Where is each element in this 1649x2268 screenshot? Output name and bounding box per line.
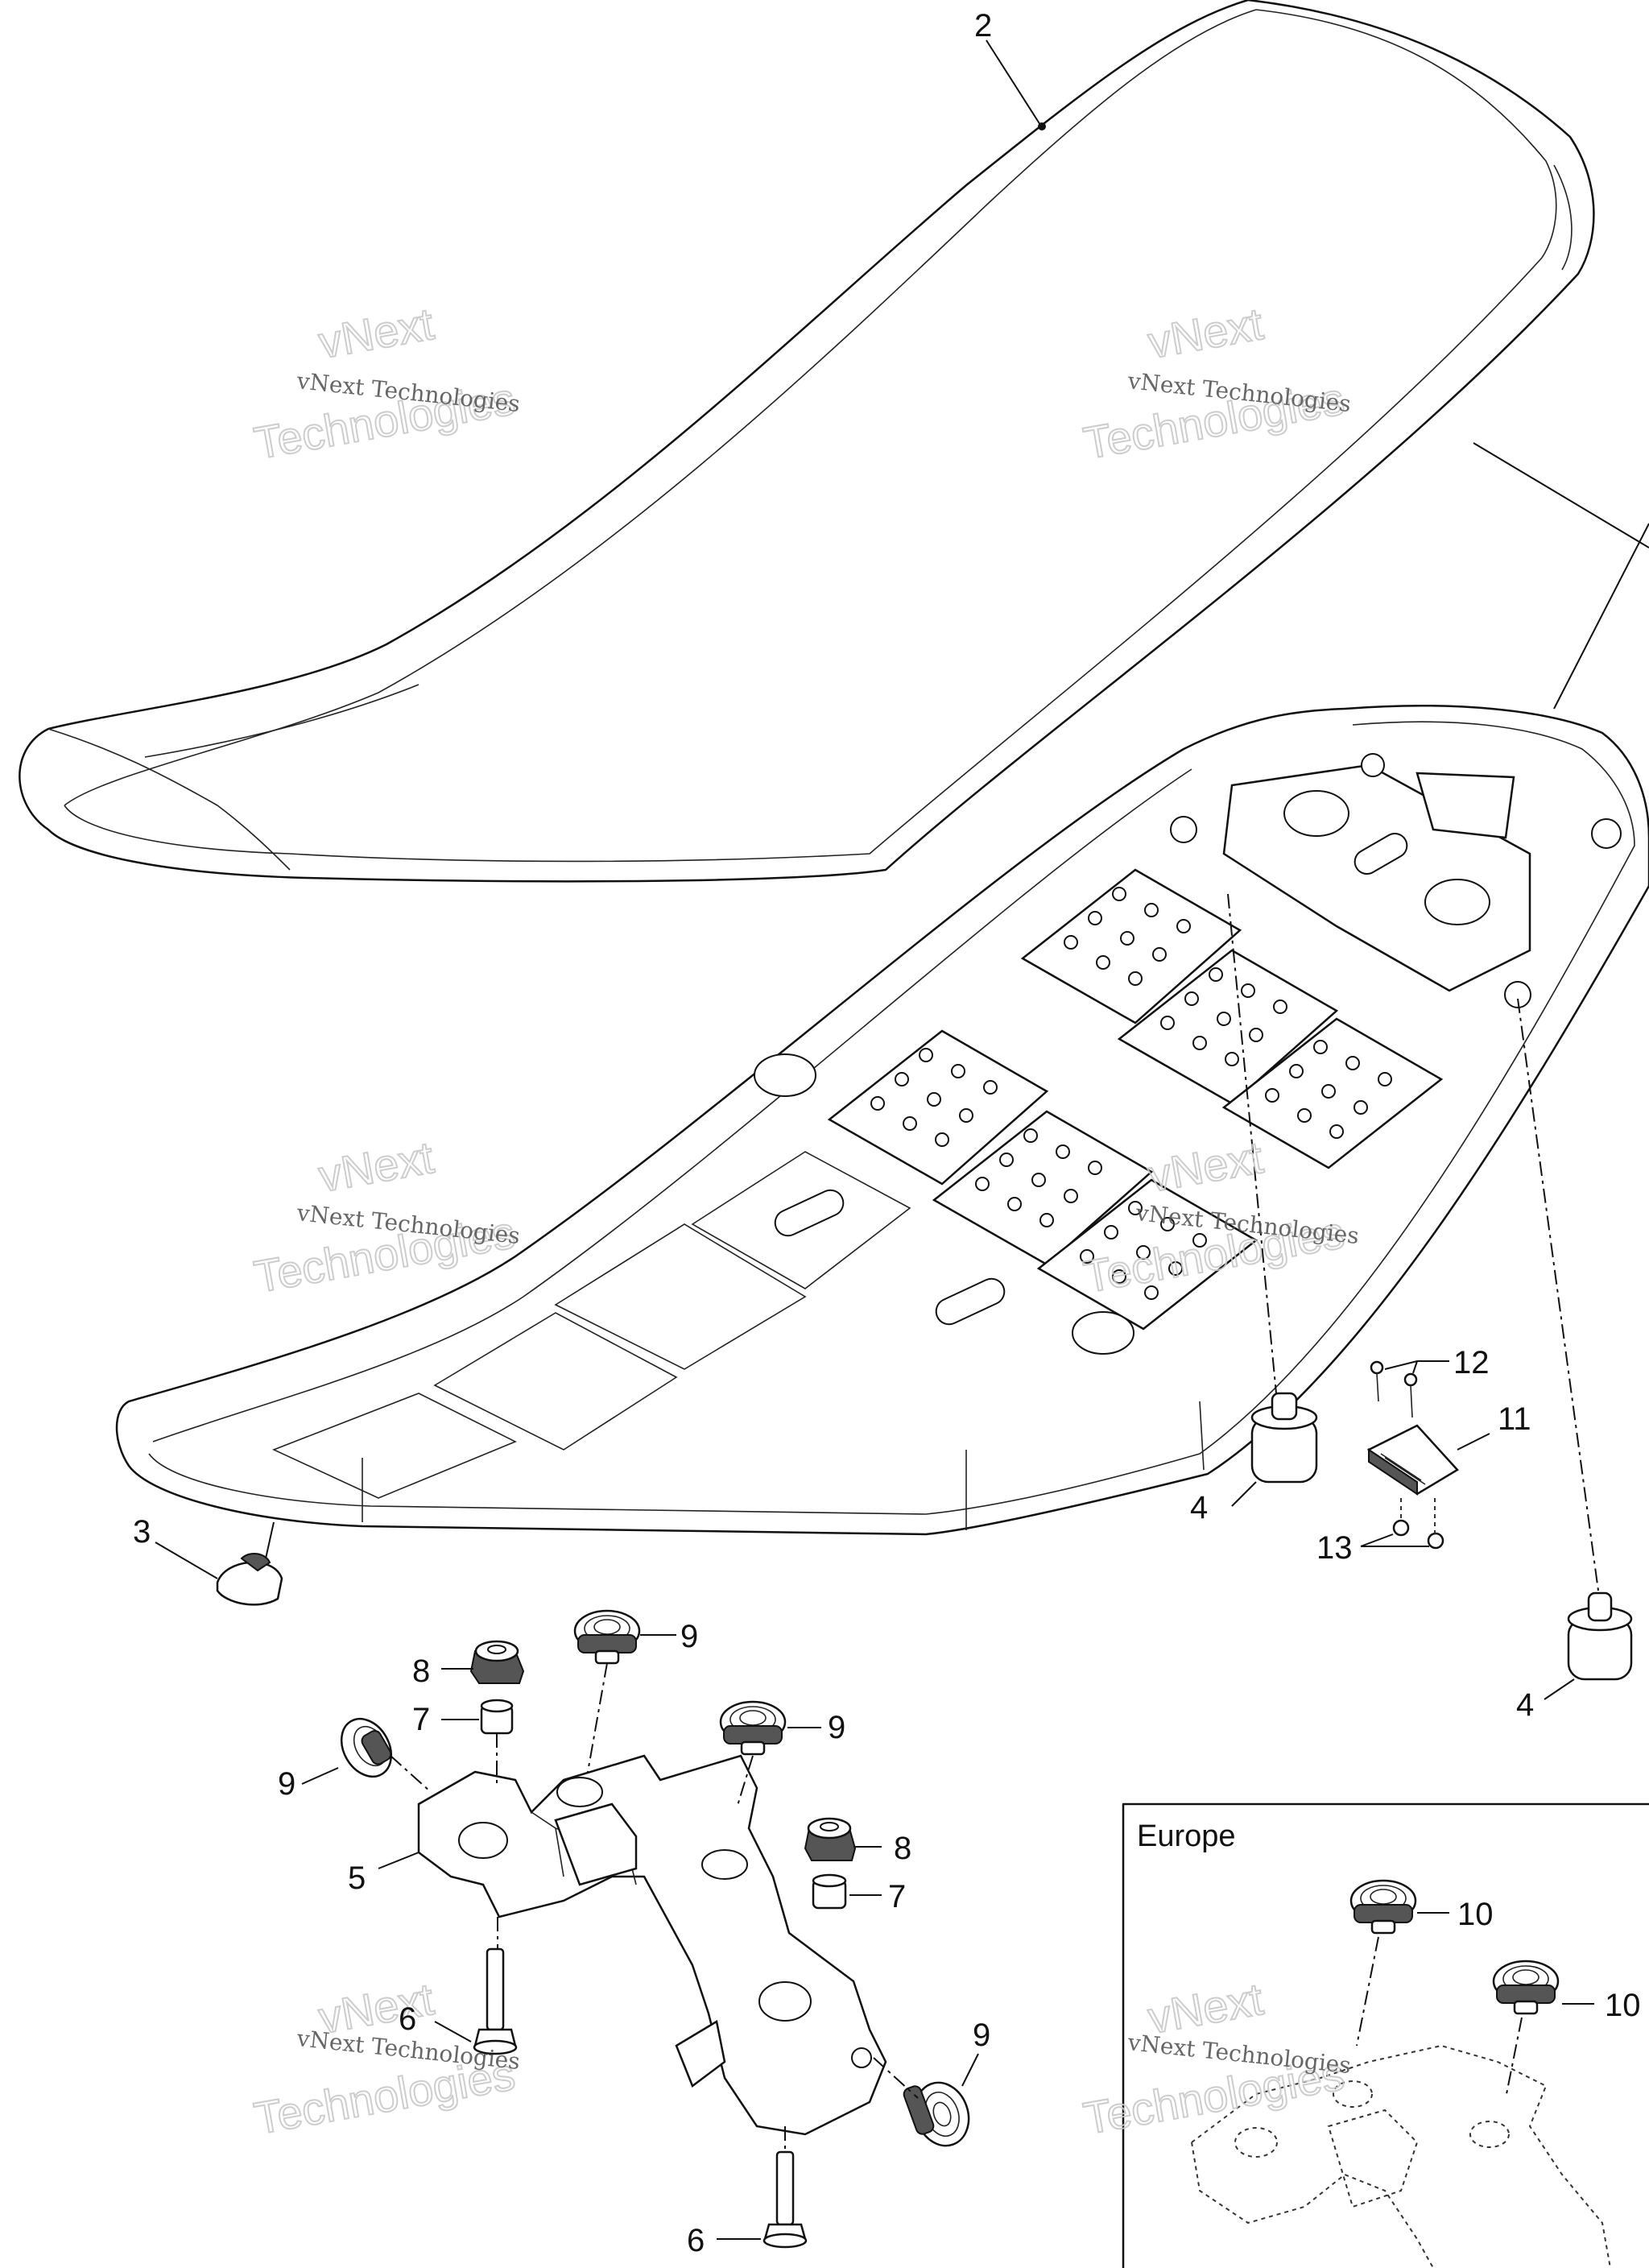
washer-part-7b bbox=[812, 1873, 847, 1910]
callout-9b: 9 bbox=[828, 1710, 845, 1745]
leader-6a bbox=[434, 2021, 472, 2042]
callout-8a: 8 bbox=[412, 1653, 430, 1689]
callout-13: 13 bbox=[1316, 1530, 1353, 1566]
callout-10a: 10 bbox=[1457, 1897, 1494, 1932]
watermark-big-1: vNext bbox=[1144, 298, 1267, 368]
leader-11 bbox=[1457, 1433, 1490, 1451]
callout-labels: 2 3 4 4 5 6 6 7 7 8 8 9 9 9 9 10 10 11 1… bbox=[133, 8, 1641, 2258]
callout-6a: 6 bbox=[399, 2001, 416, 2037]
dash-line-10b bbox=[1505, 2017, 1523, 2099]
callout-2: 2 bbox=[974, 8, 992, 43]
callout-12: 12 bbox=[1453, 1345, 1490, 1380]
grommet-part-9c bbox=[340, 1717, 393, 1778]
nut-part-8b bbox=[804, 1817, 857, 1861]
washer-part-7a bbox=[480, 1699, 514, 1735]
leader-9d bbox=[961, 2053, 979, 2087]
dash-line-4b bbox=[1517, 998, 1599, 1591]
nuts-part-13 bbox=[1392, 1498, 1444, 1550]
callout-3: 3 bbox=[133, 1514, 151, 1550]
callout-5: 5 bbox=[348, 1860, 366, 1896]
dash-line-9c bbox=[390, 1755, 432, 1793]
perforation-holes-upper bbox=[1064, 887, 1392, 1139]
europe-inset bbox=[1122, 1802, 1649, 2268]
seat-base-pad-upper bbox=[1020, 868, 1444, 1169]
leader-5 bbox=[378, 1852, 419, 1869]
callout-11: 11 bbox=[1498, 1401, 1531, 1437]
grommet-part-9b bbox=[719, 1700, 787, 1756]
callout-7a: 7 bbox=[412, 1702, 430, 1737]
dash-line-4a bbox=[1227, 893, 1277, 1394]
seat-base-pad-lower bbox=[827, 1029, 1258, 1331]
dash-line-9a bbox=[587, 1662, 608, 1773]
callout-4a: 4 bbox=[1190, 1490, 1208, 1525]
seat-cover bbox=[19, 0, 1595, 883]
callout-6b: 6 bbox=[687, 2223, 705, 2258]
screws-part-12 bbox=[1370, 1360, 1418, 1418]
support-bracket-part-5 bbox=[417, 1754, 887, 2136]
callout-7b: 7 bbox=[888, 1879, 906, 1914]
grommet-part-10b bbox=[1492, 1960, 1560, 2015]
callout-8b: 8 bbox=[894, 1831, 911, 1866]
callout-9d: 9 bbox=[973, 2018, 990, 2053]
leader-4a bbox=[1231, 1481, 1257, 1507]
dash-line-9b bbox=[736, 1755, 754, 1809]
callout-9a: 9 bbox=[680, 1619, 698, 1654]
dash-line-9d bbox=[873, 2057, 919, 2099]
leader-4b bbox=[1544, 1678, 1575, 1700]
assembly-line-cover bbox=[1473, 442, 1649, 710]
callout-4b: 4 bbox=[1516, 1687, 1534, 1723]
rubber-stop-part-4b bbox=[1567, 1591, 1633, 1681]
dash-line-10a bbox=[1356, 1936, 1379, 2047]
watermark-big-1: vNext bbox=[1144, 1132, 1267, 1202]
leader-9c bbox=[301, 1767, 339, 1785]
callout-9c: 9 bbox=[278, 1766, 295, 1802]
leader-13 bbox=[1360, 1533, 1429, 1547]
grommet-part-9d bbox=[903, 2081, 970, 2147]
perforation-holes-lower bbox=[870, 1048, 1207, 1300]
bolt-part-6a bbox=[473, 1947, 518, 2055]
seat-base-front-ribs bbox=[271, 753, 1622, 1499]
leader-3 bbox=[155, 1521, 275, 1579]
grommet-part-10a bbox=[1349, 1879, 1417, 1935]
latch-bracket-part-11 bbox=[1366, 1424, 1459, 1496]
seat-base-pad-rear bbox=[1222, 764, 1531, 992]
watermark-big-1: vNext bbox=[315, 1132, 437, 1202]
inset-title: Europe bbox=[1137, 1819, 1236, 1853]
rubber-stop-part-4a bbox=[1250, 1392, 1318, 1484]
nut-part-8a bbox=[469, 1640, 525, 1684]
callout-10b: 10 bbox=[1605, 1988, 1641, 2023]
watermark-big-1: vNext bbox=[315, 298, 437, 368]
front-bumper-part-3 bbox=[216, 1553, 283, 1606]
bolt-part-6b bbox=[763, 2150, 808, 2249]
inset-bracket-dotted bbox=[1191, 2044, 1611, 2268]
grommet-part-9a bbox=[573, 1609, 641, 1665]
seat-base bbox=[115, 705, 1649, 1536]
leader-2 bbox=[986, 39, 1041, 126]
leader-12 bbox=[1384, 1360, 1449, 1374]
